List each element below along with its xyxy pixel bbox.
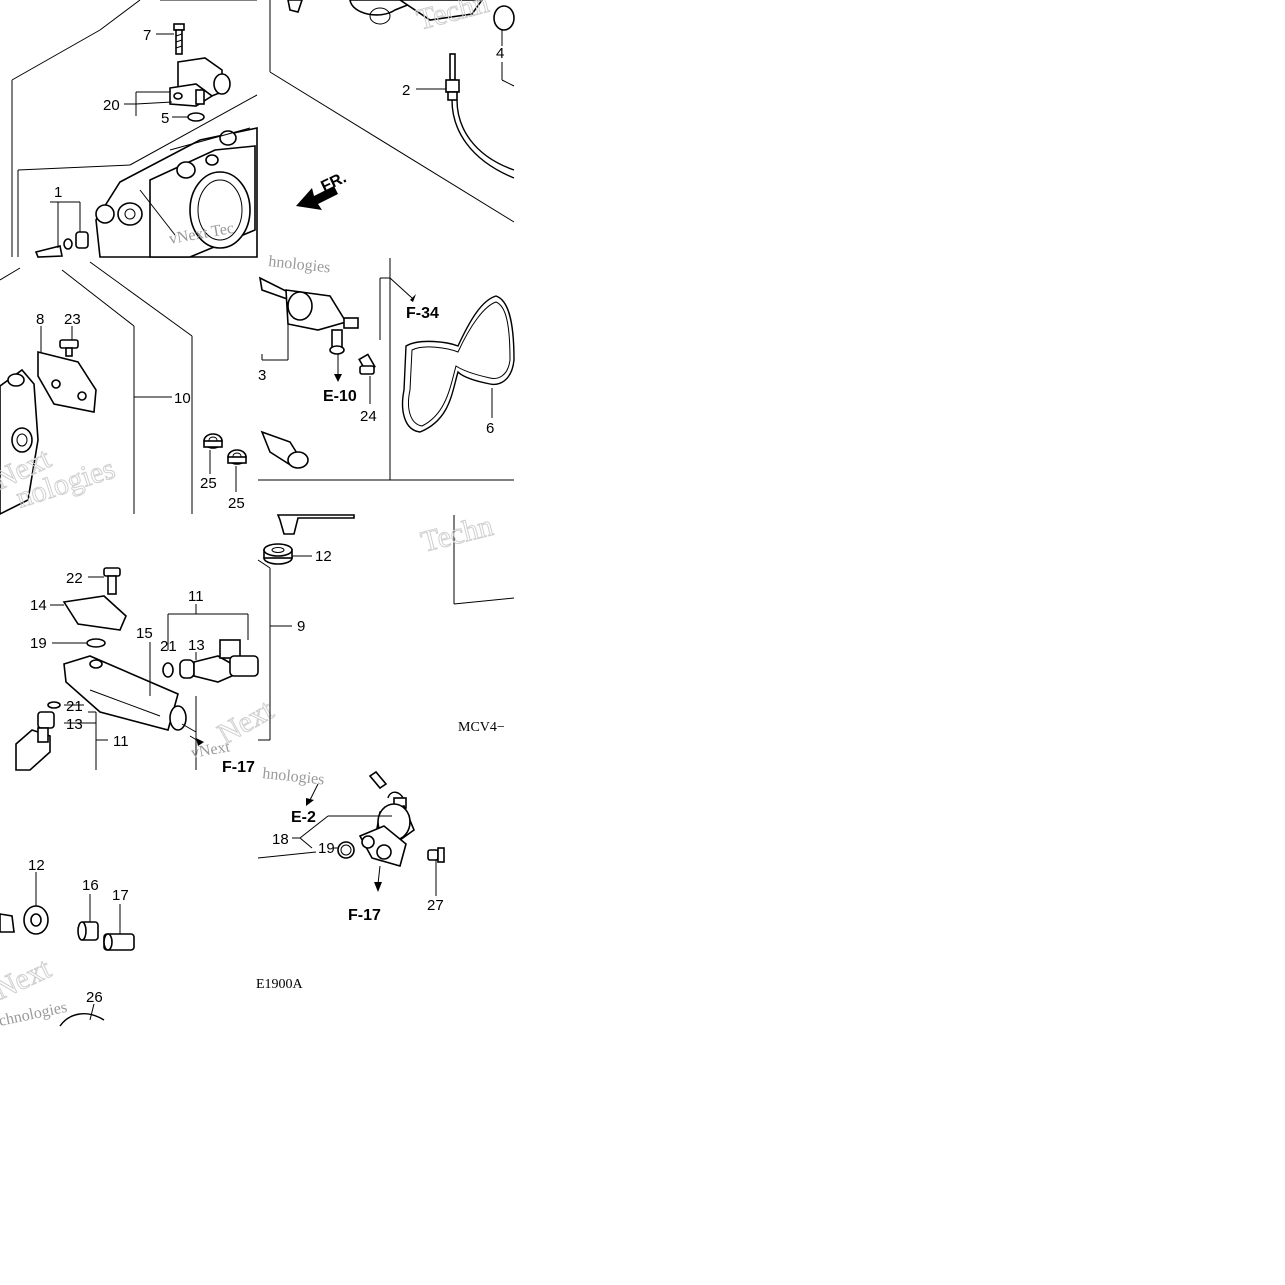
throttle-body-icon [95, 127, 258, 258]
watermark: hnologies [262, 765, 326, 788]
label-part-25: 25 [228, 495, 245, 512]
seal-ring-icon [23, 905, 49, 935]
tile-map-sensor: 7 20 5 1 vNext Tec [11, 0, 258, 258]
o-ring-icon [47, 701, 61, 709]
label-part-23: 23 [64, 311, 81, 328]
map-sensor-icon [169, 57, 231, 107]
label-part-10: 10 [174, 390, 191, 407]
reference-f-34: F-34 [406, 305, 439, 322]
washer-icon [63, 238, 73, 250]
label-part-9: 9 [297, 618, 305, 635]
label-part-14: 14 [30, 597, 47, 614]
label-part-5: 5 [161, 110, 169, 127]
fuel-rail-icon [63, 655, 179, 731]
label-part-13: 13 [188, 637, 205, 654]
collar-icon [77, 921, 99, 941]
watermark: Techn [418, 509, 497, 559]
tile-fuel-rail: 22 14 19 15 11 21 13 21 13 11 F-17 vNext… [15, 567, 280, 776]
tile-idle-air-valve: 3 24 6 F-34 E-10 hnologies [258, 253, 515, 481]
label-part-8: 8 [36, 311, 44, 328]
fuel-injector-icon [179, 639, 259, 683]
label-part-22: 22 [66, 570, 83, 587]
o-ring-icon [187, 112, 205, 122]
watermark: vNext [190, 738, 232, 762]
screw-icon [75, 231, 89, 249]
tile-insulator: 12 9 MCV4− Techn [257, 509, 515, 741]
reference-e-2: E-2 [291, 809, 316, 826]
bracket-icon [37, 350, 97, 413]
tile-sensor-cable: FR. 2 4 Techn [269, 0, 515, 223]
label-part-19: 19 [30, 635, 47, 652]
reference-f-17: F-17 [222, 759, 255, 776]
diagram-code: E1900A [256, 977, 304, 992]
label-part-3: 3 [258, 367, 266, 384]
label-part-17: 17 [112, 887, 129, 904]
label-part-21: 21 [66, 698, 83, 715]
watermark: hnologies [268, 253, 332, 276]
label-part-27: 27 [427, 897, 444, 914]
label-part-12: 12 [315, 548, 332, 565]
insulator-ring-icon [263, 543, 293, 565]
label-part-25: 25 [200, 475, 217, 492]
fuel-pressure-regulator-icon [358, 791, 415, 867]
temperature-sensor-icon [445, 53, 515, 179]
label-part-7: 7 [143, 27, 151, 44]
reference-e-10: E-10 [323, 388, 357, 405]
label-part-21: 21 [160, 638, 177, 655]
gasket-icon [401, 295, 515, 433]
label-part-4: 4 [496, 45, 504, 62]
tile-bracket: 8 23 10 25 25 Next nologies [0, 261, 247, 515]
label-part-12: 12 [28, 857, 45, 874]
label-part-11: 11 [188, 588, 204, 605]
label-part-6: 6 [486, 420, 494, 437]
idle-air-control-valve-icon [258, 276, 359, 355]
label-part-15: 15 [136, 625, 153, 642]
label-part-26: 26 [86, 989, 103, 1006]
label-part-1: 1 [54, 184, 62, 201]
bolt-icon [427, 847, 445, 863]
bolt-icon [103, 567, 121, 595]
label-part-24: 24 [360, 408, 377, 425]
screw-icon [34, 245, 63, 258]
tile-pressure-regulator: 18 19 27 E-2 F-17 E1900A hnologies [256, 765, 445, 992]
washer-icon [86, 638, 106, 648]
nut-icon [227, 449, 247, 465]
label-part-16: 16 [82, 877, 99, 894]
label-part-11: 11 [113, 733, 129, 750]
tube-icon [103, 933, 135, 951]
watermark: Next [0, 952, 56, 1007]
fuel-injector-icon [15, 711, 55, 771]
reference-f-17: F-17 [348, 907, 381, 924]
o-ring-icon [493, 5, 515, 31]
label-part-19: 19 [318, 840, 335, 857]
bolt-icon [173, 23, 185, 55]
screw-icon [358, 353, 376, 375]
label-part-18: 18 [272, 831, 289, 848]
o-ring-icon [162, 662, 174, 678]
tile-seals: 12 16 17 26 Next chnologies [0, 857, 135, 1030]
screw-icon [59, 339, 79, 349]
o-ring-icon [337, 841, 355, 859]
watermark: Techn [413, 0, 492, 37]
fuel-rail-bracket-icon [62, 595, 127, 631]
watermark: chnologies [0, 999, 69, 1030]
nut-icon [203, 433, 223, 449]
label-part-13: 13 [66, 716, 83, 733]
diagram-code: MCV4− [458, 720, 505, 735]
label-part-2: 2 [402, 82, 410, 99]
front-direction-arrow-icon [296, 186, 338, 210]
label-part-20: 20 [103, 97, 120, 114]
front-direction-label: FR. [319, 169, 350, 195]
